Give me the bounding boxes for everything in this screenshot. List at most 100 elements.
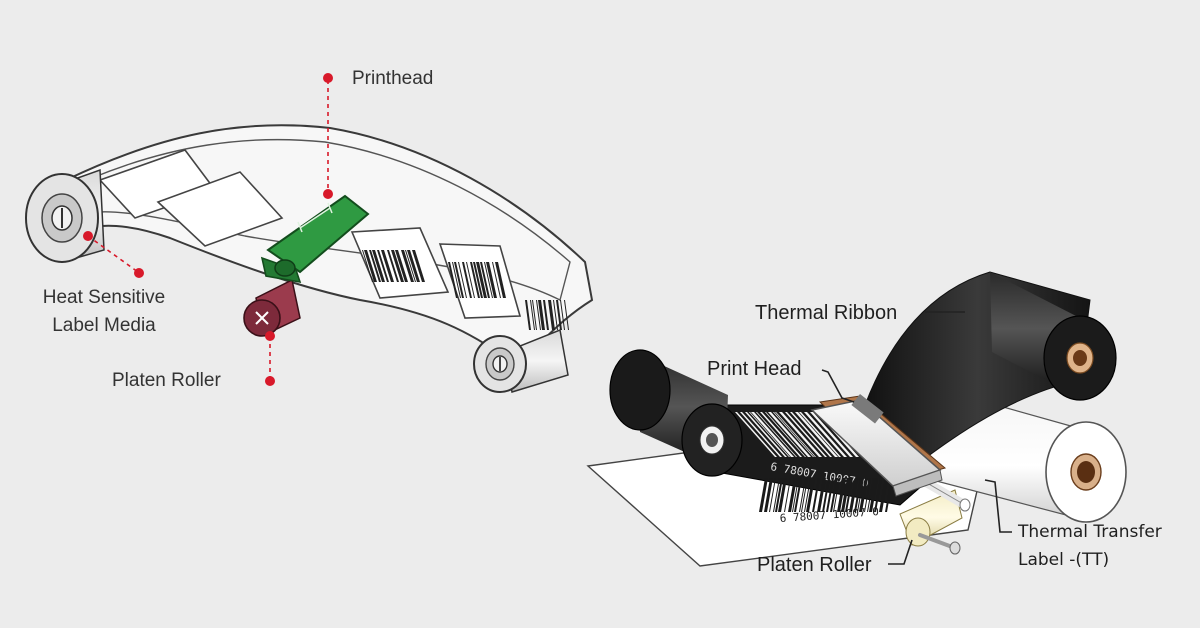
barcode-bar xyxy=(822,478,830,512)
barcode-bar xyxy=(548,300,555,330)
barcode-bar xyxy=(492,262,501,298)
barcode-bar xyxy=(869,478,878,512)
label-heat-sensitive-line2: Label Media xyxy=(52,315,156,336)
barcode-bar xyxy=(525,300,531,330)
ribbon-barcode-negative xyxy=(735,412,882,457)
barcode-bar xyxy=(448,262,458,298)
barcode-bar xyxy=(857,478,864,512)
barcode-left-1 xyxy=(362,250,425,282)
barcode-bar xyxy=(759,478,768,512)
barcode-bar xyxy=(768,412,811,457)
barcode-bar xyxy=(407,250,420,282)
barcode-bar xyxy=(751,412,794,457)
barcode-bar xyxy=(362,250,373,282)
barcode-bar xyxy=(760,412,802,457)
barcode-bar xyxy=(387,250,399,282)
barcode-bar xyxy=(412,250,425,282)
barcode-bar xyxy=(773,412,814,457)
barcode-bar xyxy=(826,478,834,512)
callout-tt-label xyxy=(984,479,1012,533)
barcode-bar xyxy=(454,262,464,298)
barcode-bar xyxy=(837,478,846,512)
ribbon-take-up-roll xyxy=(609,349,743,477)
barcode-bar xyxy=(778,478,787,512)
callout-label-media xyxy=(83,231,144,278)
barcode-bar xyxy=(401,250,414,282)
supply-roll xyxy=(25,168,105,263)
barcode-bar xyxy=(812,478,820,512)
barcode-bar xyxy=(560,300,565,330)
barcode-bar xyxy=(879,478,888,512)
callout-print-head xyxy=(821,369,855,403)
barcode-bar xyxy=(849,478,858,512)
barcode-bar xyxy=(564,300,569,330)
barcode-bar xyxy=(532,300,537,330)
barcode-bar xyxy=(369,250,381,282)
barcode-bar xyxy=(495,262,506,298)
barcode-bar xyxy=(486,262,497,298)
barcode-bar xyxy=(845,478,853,512)
barcode-bar xyxy=(773,478,780,512)
barcode-bar xyxy=(381,250,394,282)
barcode-bar xyxy=(794,478,802,512)
barcode-bar xyxy=(391,250,404,282)
blank-labels xyxy=(98,149,284,247)
barcode-bar xyxy=(854,478,862,512)
barcode-bar xyxy=(470,262,480,298)
direct-thermal-diagram xyxy=(25,73,594,393)
barcode-bar xyxy=(833,478,840,512)
label-printhead: Printhead xyxy=(352,68,434,89)
barcode-bar xyxy=(785,412,827,457)
label-barcode xyxy=(759,478,893,512)
barcode-bar xyxy=(538,300,545,330)
barcode-bar xyxy=(792,478,799,512)
barcode-bar xyxy=(745,412,787,457)
barcode-bar xyxy=(841,478,850,512)
callout-platen-left xyxy=(265,331,275,386)
label-platen-roller-right: Platen Roller xyxy=(757,554,872,576)
barcode-bar xyxy=(817,478,826,512)
printhead-left xyxy=(260,194,370,284)
barcode-bar xyxy=(536,300,541,330)
barcode-bar xyxy=(530,300,535,330)
barcode-bar xyxy=(769,478,776,512)
barcode-bar xyxy=(867,478,874,512)
barcode-bar xyxy=(804,412,847,457)
barcode-bar xyxy=(740,412,782,457)
barcode-bar xyxy=(801,478,808,512)
barcode-bar xyxy=(874,478,882,512)
barcode-bar xyxy=(553,300,558,330)
barcode-bar xyxy=(458,262,467,298)
barcode-left-3 xyxy=(525,300,569,330)
barcode-bar xyxy=(543,300,549,330)
barcode-left-2 xyxy=(448,262,506,298)
barcode-bar xyxy=(473,262,483,298)
barcode-bar xyxy=(372,250,385,282)
close-icon xyxy=(255,311,269,325)
label-heat-sensitive-line1: Heat Sensitive xyxy=(42,287,166,308)
barcode-bar xyxy=(749,412,790,457)
barcode-bar xyxy=(885,478,893,512)
take-up-roll xyxy=(473,328,569,393)
barcode-bar xyxy=(790,412,832,457)
barcode-bar xyxy=(859,478,868,512)
barcode-bar xyxy=(784,478,791,512)
barcode-bar xyxy=(775,478,783,512)
barcode-bar xyxy=(799,478,806,512)
barcode-bar xyxy=(476,262,487,298)
barcode-bar xyxy=(806,478,815,512)
barcode-bar xyxy=(395,250,408,282)
barcode-bar xyxy=(452,262,461,298)
callout-printhead xyxy=(323,73,333,199)
barcode-bar xyxy=(377,250,389,282)
ribbon-supply-roll xyxy=(990,272,1117,401)
barcode-bar xyxy=(556,300,562,330)
barcode-bar xyxy=(364,250,377,282)
label-thermal-ribbon: Thermal Ribbon xyxy=(755,302,898,324)
barcode-bar xyxy=(735,412,777,457)
barcode-bar xyxy=(779,412,822,457)
barcode-bar xyxy=(799,412,841,457)
barcode-bar xyxy=(484,262,493,298)
barcode-bar xyxy=(480,262,490,298)
